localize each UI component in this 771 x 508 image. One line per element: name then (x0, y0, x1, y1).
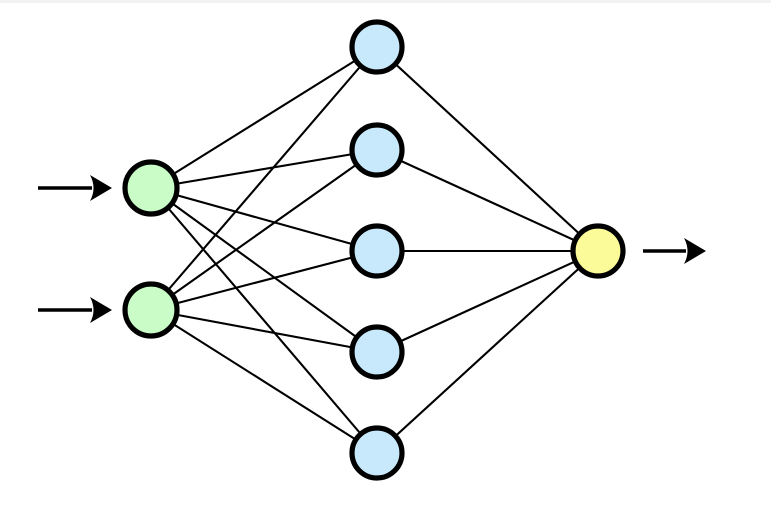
edge-i2-to-h4 (149, 308, 379, 354)
hidden-node-5[interactable] (349, 425, 405, 481)
edge-i1-to-h4 (149, 186, 379, 354)
output-arrow-1 (643, 238, 706, 264)
arrows-group (38, 175, 706, 323)
input-arrow-2 (38, 297, 112, 323)
edge-h2-to-o1 (375, 148, 600, 253)
hidden-node-1[interactable] (349, 19, 405, 75)
edge-h1-to-o1 (375, 45, 600, 253)
output-arrow-1-head-icon (684, 238, 706, 264)
hidden-node-3[interactable] (349, 223, 405, 279)
edge-i1-to-h2 (149, 148, 379, 190)
input-node-1[interactable] (122, 159, 180, 217)
edge-i2-to-h2 (149, 148, 379, 312)
edges-group (149, 45, 600, 455)
edge-i2-to-h3 (149, 249, 379, 312)
edge-h4-to-o1 (375, 249, 600, 354)
input-arrow-2-head-icon (90, 297, 112, 323)
input-arrow-1-head-icon (90, 175, 112, 201)
hidden-node-2[interactable] (349, 122, 405, 178)
edge-i1-to-h1 (149, 45, 379, 190)
edge-i2-to-h1 (149, 45, 379, 312)
input-node-2[interactable] (122, 281, 180, 339)
hidden-node-4[interactable] (349, 324, 405, 380)
nodes-group (122, 19, 626, 481)
edge-i1-to-h5 (149, 186, 379, 455)
output-node-1[interactable] (570, 223, 626, 279)
input-arrow-1 (38, 175, 112, 201)
edge-i2-to-h5 (149, 308, 379, 455)
edge-i1-to-h3 (149, 186, 379, 253)
top-edge-strip (0, 0, 771, 3)
edge-h5-to-o1 (375, 249, 600, 455)
